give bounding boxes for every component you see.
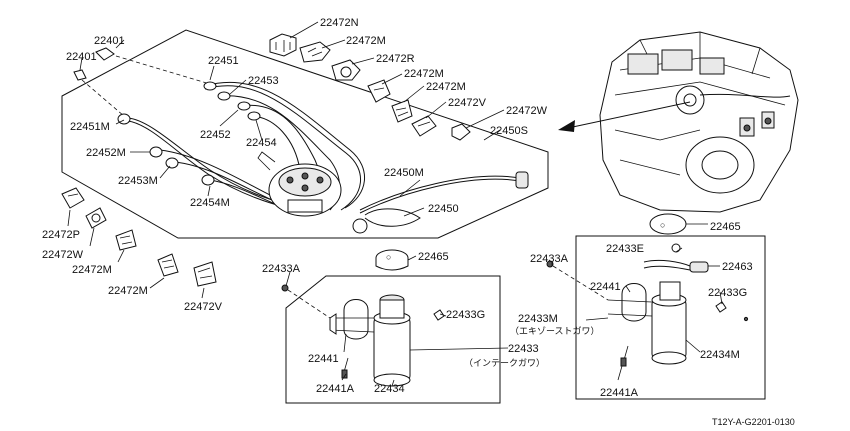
label-22472W-top: 22472W bbox=[506, 105, 548, 117]
label-22401-left: 22401 bbox=[66, 51, 97, 63]
label-22450S: 22450S bbox=[490, 125, 528, 137]
label-22433G-right: 22433G bbox=[708, 287, 747, 299]
label-22453M: 22453M bbox=[118, 175, 158, 187]
exhaust-coil-panel-outline bbox=[575, 235, 766, 400]
label-22434: 22434 bbox=[374, 383, 405, 395]
label-22433-intake: 22433 bbox=[508, 343, 539, 355]
label-22441-mid: 22441 bbox=[308, 353, 339, 365]
label-22450: 22450 bbox=[428, 203, 459, 215]
main-panel-outline bbox=[61, 29, 549, 239]
label-22472M-5: 22472M bbox=[108, 285, 148, 297]
label-22472W-left: 22472W bbox=[42, 249, 84, 261]
label-22433G-mid: 22433G bbox=[446, 309, 485, 321]
leader-22401-dashed bbox=[115, 55, 211, 85]
label-22472P: 22472P bbox=[42, 229, 80, 241]
label-22465-right: 22465 bbox=[710, 221, 741, 233]
clamp-parts-top bbox=[73, 33, 471, 141]
leader-22433A-dashed bbox=[287, 289, 331, 319]
diagram-code-reference: T12Y-A-G2201-0130 bbox=[712, 417, 795, 427]
label-22433M: 22433M bbox=[518, 313, 558, 325]
leader-22433M-dashed bbox=[552, 265, 609, 301]
label-22465-mid: 22465 bbox=[418, 251, 449, 263]
intake-coil-panel-outline bbox=[285, 275, 501, 404]
exhaust-ignition-coil: ○ bbox=[546, 213, 749, 367]
label-22472N: 22472N bbox=[320, 17, 359, 29]
clamp-parts-left bbox=[61, 187, 217, 287]
label-22463: 22463 bbox=[722, 261, 753, 273]
leader-lines bbox=[67, 21, 723, 387]
label-22433A-right: 22433A bbox=[530, 253, 569, 265]
label-22453: 22453 bbox=[248, 75, 279, 87]
label-22472R: 22472R bbox=[376, 53, 415, 65]
engine-arrow-line bbox=[567, 101, 691, 129]
label-intake-side: （インテークガワ） bbox=[464, 358, 545, 369]
label-22401-top: 22401 bbox=[94, 35, 125, 47]
label-22441A-mid: 22441A bbox=[316, 383, 355, 395]
svg-text:○: ○ bbox=[660, 220, 665, 230]
engine-illustration bbox=[599, 31, 799, 213]
label-22451M: 22451M bbox=[70, 121, 110, 133]
label-22452M: 22452M bbox=[86, 147, 126, 159]
label-22472M-2: 22472M bbox=[404, 68, 444, 80]
high-tension-cords bbox=[117, 81, 529, 234]
distributor-illustration bbox=[257, 151, 342, 217]
label-22451: 22451 bbox=[208, 55, 239, 67]
leader-22451M-dashed bbox=[81, 79, 125, 117]
label-22454: 22454 bbox=[246, 137, 277, 149]
label-22434M: 22434M bbox=[700, 349, 740, 361]
svg-text:○: ○ bbox=[386, 252, 391, 262]
label-22450M: 22450M bbox=[384, 167, 424, 179]
label-22452: 22452 bbox=[200, 129, 231, 141]
label-22441A-right: 22441A bbox=[600, 387, 639, 399]
label-22472M-3: 22472M bbox=[426, 81, 466, 93]
label-22472M-1: 22472M bbox=[346, 35, 386, 47]
label-22441-right: 22441 bbox=[590, 281, 621, 293]
engine-arrow-head bbox=[558, 120, 575, 132]
label-22472M-4: 22472M bbox=[72, 264, 112, 276]
label-22454M: 22454M bbox=[190, 197, 230, 209]
distributor-cap-mid: ○ bbox=[375, 249, 409, 271]
label-exhaust-side: （エキゾーストガワ） bbox=[510, 326, 600, 337]
label-22472V-top: 22472V bbox=[448, 97, 487, 109]
intake-ignition-coil bbox=[281, 284, 445, 387]
label-22433E: 22433E bbox=[606, 243, 644, 255]
label-22472V-bottom: 22472V bbox=[184, 301, 223, 313]
label-22433A-mid: 22433A bbox=[262, 263, 301, 275]
